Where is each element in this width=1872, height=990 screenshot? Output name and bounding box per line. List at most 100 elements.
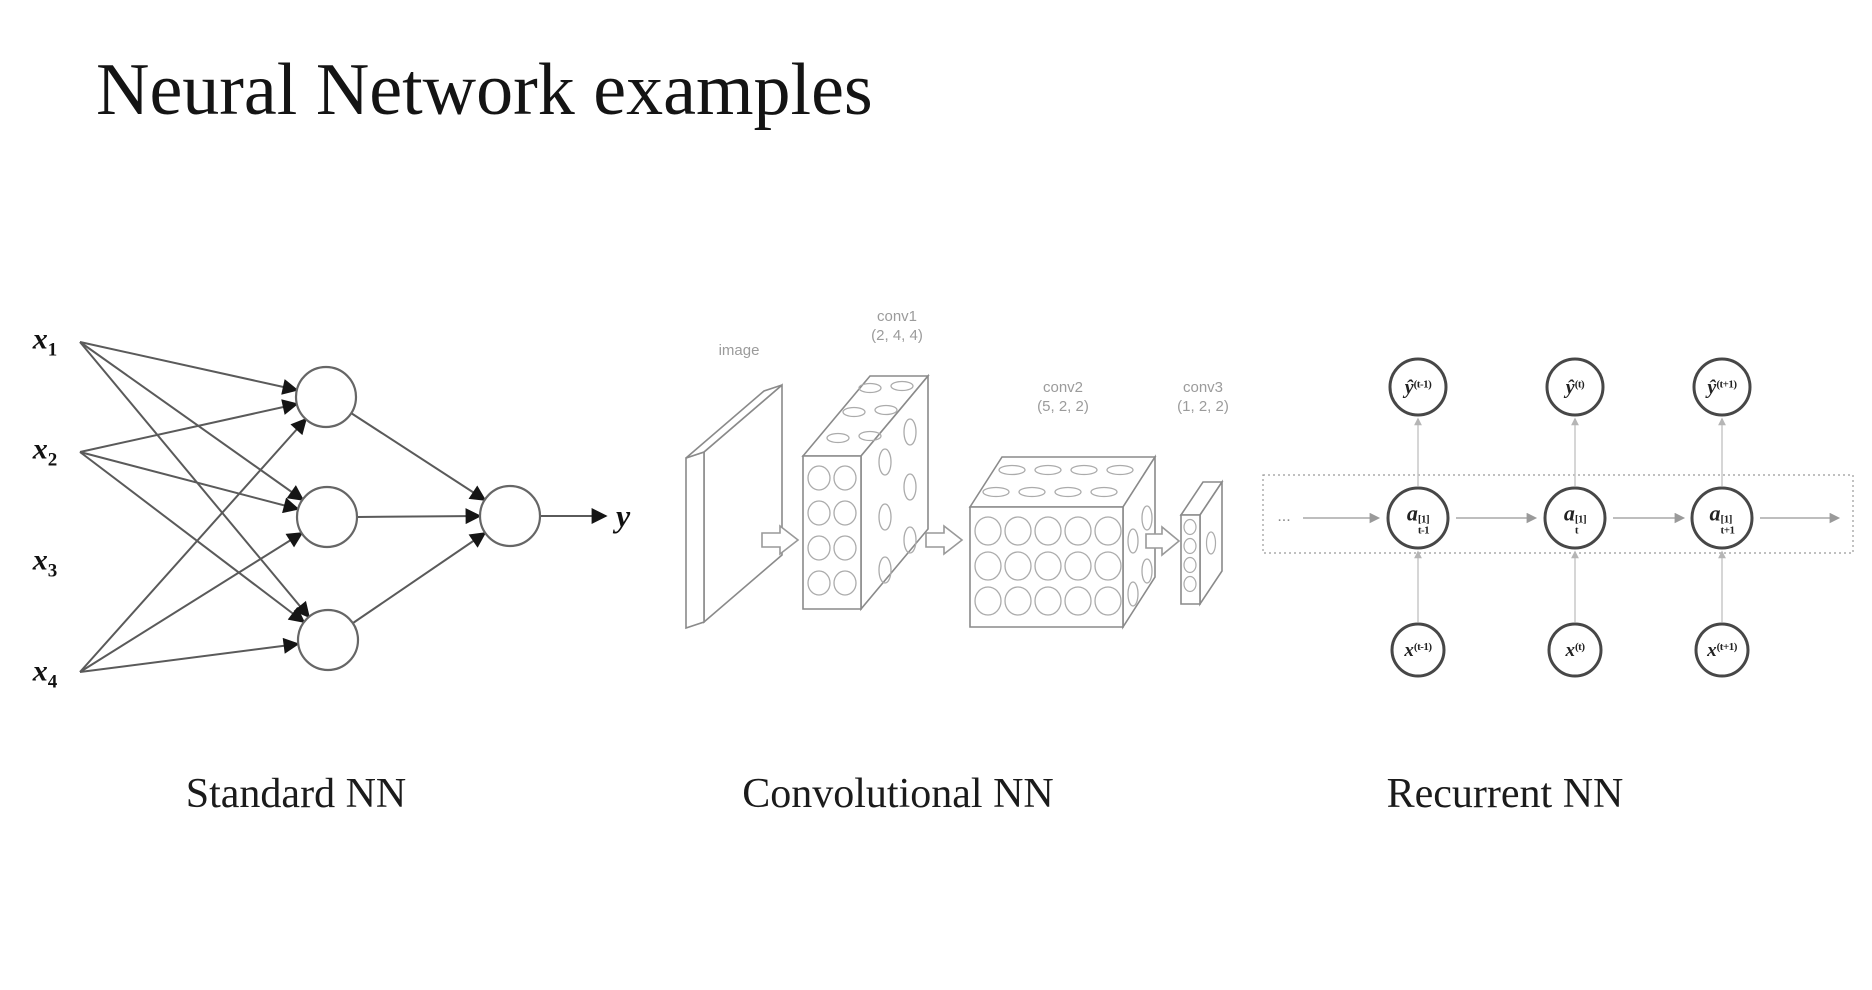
feature-oval xyxy=(903,418,917,446)
rnn-a-label: a[1]t xyxy=(1564,501,1587,538)
flow-arrow-2 xyxy=(925,524,964,556)
feature-oval xyxy=(878,556,892,584)
rnn-yhat-label: ŷ(t-1) xyxy=(1405,377,1432,400)
feature-oval xyxy=(878,448,892,476)
yhat-base: ŷ xyxy=(1707,376,1717,399)
image-face-top xyxy=(685,384,783,459)
output-node xyxy=(478,484,542,548)
rnn-hidden-layer-box xyxy=(1262,474,1854,554)
yhat-base: ŷ xyxy=(1565,376,1575,399)
rnn-x-label: x(t-1) xyxy=(1404,640,1432,662)
edge-x2-h1 xyxy=(79,399,299,453)
yhat-sup: (t-1) xyxy=(1413,378,1432,391)
rnn-yhat-node xyxy=(1388,357,1448,417)
edge-h1-out xyxy=(350,412,487,501)
conv-layer-label-conv3: conv3 (1, 2, 2) xyxy=(1177,379,1229,417)
layer-name: conv2 xyxy=(1042,379,1084,396)
input-label-x3: x3 xyxy=(33,544,58,583)
image-face-main xyxy=(703,383,783,624)
hidden-node-3 xyxy=(296,608,360,672)
feature-oval xyxy=(1090,486,1118,498)
feature-oval xyxy=(842,406,866,418)
layer-name: conv1 xyxy=(876,308,918,325)
conv1-layer xyxy=(801,373,930,612)
rnn-yhat-node xyxy=(1545,357,1605,417)
feature-oval xyxy=(903,526,917,554)
caption-convolutional-nn: Convolutional NN xyxy=(742,771,1054,817)
rnn-a-label: a[1]t+1 xyxy=(1710,501,1735,538)
feature-oval xyxy=(903,473,917,501)
feature-oval xyxy=(1034,586,1062,616)
a-sup: [1] xyxy=(1720,513,1733,526)
feature-oval xyxy=(998,464,1026,476)
edge-x1-h3 xyxy=(79,341,311,619)
edge-x1-h1 xyxy=(79,341,299,395)
a-sub: t-1 xyxy=(1417,524,1430,537)
a-sub: t+1 xyxy=(1720,524,1735,537)
edge-x2-h3 xyxy=(79,451,306,623)
yhat-base: ŷ xyxy=(1404,376,1414,399)
feature-oval xyxy=(833,500,857,526)
conv2-ovals xyxy=(974,464,1153,616)
rnn-x-label: x(t) xyxy=(1566,640,1585,662)
a-base: a xyxy=(1406,500,1418,526)
rnn-yhat-node xyxy=(1692,357,1752,417)
feature-oval xyxy=(1183,518,1197,536)
feature-oval xyxy=(1141,558,1153,584)
a-sup: [1] xyxy=(1574,513,1587,526)
conv2-front xyxy=(969,506,1124,628)
rnn-a-label: a[1]t-1 xyxy=(1406,500,1430,538)
feature-oval xyxy=(1004,516,1032,546)
feature-oval xyxy=(1034,516,1062,546)
x-base: x xyxy=(1565,640,1576,661)
edge-x4-h2 xyxy=(79,532,304,673)
a-sup: [1] xyxy=(1417,513,1430,526)
layer-dims: (1, 2, 2) xyxy=(1177,397,1229,415)
input-base: x xyxy=(32,654,48,688)
output-label-y: y xyxy=(616,497,631,534)
feature-oval xyxy=(974,551,1002,581)
a-sub: t xyxy=(1574,524,1579,537)
input-sub: 3 xyxy=(47,560,58,582)
input-label-x2: x2 xyxy=(33,433,58,472)
edge-x1-h2 xyxy=(79,341,305,501)
layer-name: image xyxy=(718,342,760,359)
rnn-ellipsis: ... xyxy=(1277,508,1291,525)
feature-oval xyxy=(1004,551,1032,581)
x-sup: (t) xyxy=(1575,640,1585,653)
feature-oval xyxy=(982,486,1010,498)
feature-oval xyxy=(1064,586,1092,616)
feature-oval xyxy=(826,432,850,444)
rnn-x-node xyxy=(1547,622,1603,678)
rnn-yhat-label: ŷ(t+1) xyxy=(1707,376,1737,400)
rnn-x-node xyxy=(1694,622,1750,678)
feature-oval xyxy=(1018,486,1046,498)
edge-x4-h1 xyxy=(79,417,308,673)
feature-oval xyxy=(1094,586,1122,616)
feature-oval xyxy=(878,503,892,531)
recurrent-nn-diagram xyxy=(1262,357,1854,678)
image-face-left xyxy=(685,450,705,630)
layer-dims: (2, 4, 4) xyxy=(871,326,923,344)
feature-oval xyxy=(1094,551,1122,581)
layer-name: conv3 xyxy=(1182,379,1224,396)
feature-oval xyxy=(1106,464,1134,476)
feature-oval xyxy=(1054,486,1082,498)
hidden-node-1 xyxy=(294,365,358,429)
x-base: x xyxy=(1707,640,1717,661)
feature-oval xyxy=(890,380,914,392)
x-base: x xyxy=(1404,640,1414,661)
caption-standard-nn: Standard NN xyxy=(185,771,407,817)
feature-oval xyxy=(833,465,857,491)
input-sub: 1 xyxy=(47,339,58,361)
feature-oval xyxy=(1064,551,1092,581)
rnn-vertical-connectors xyxy=(1414,417,1726,622)
feature-oval xyxy=(1127,528,1139,554)
feature-oval xyxy=(1127,581,1139,607)
feature-oval xyxy=(1004,586,1032,616)
rnn-x-label: x(t+1) xyxy=(1707,640,1737,662)
rnn-a-node xyxy=(1386,486,1450,550)
feature-oval xyxy=(807,535,831,561)
conv3-ovals xyxy=(1183,518,1217,593)
